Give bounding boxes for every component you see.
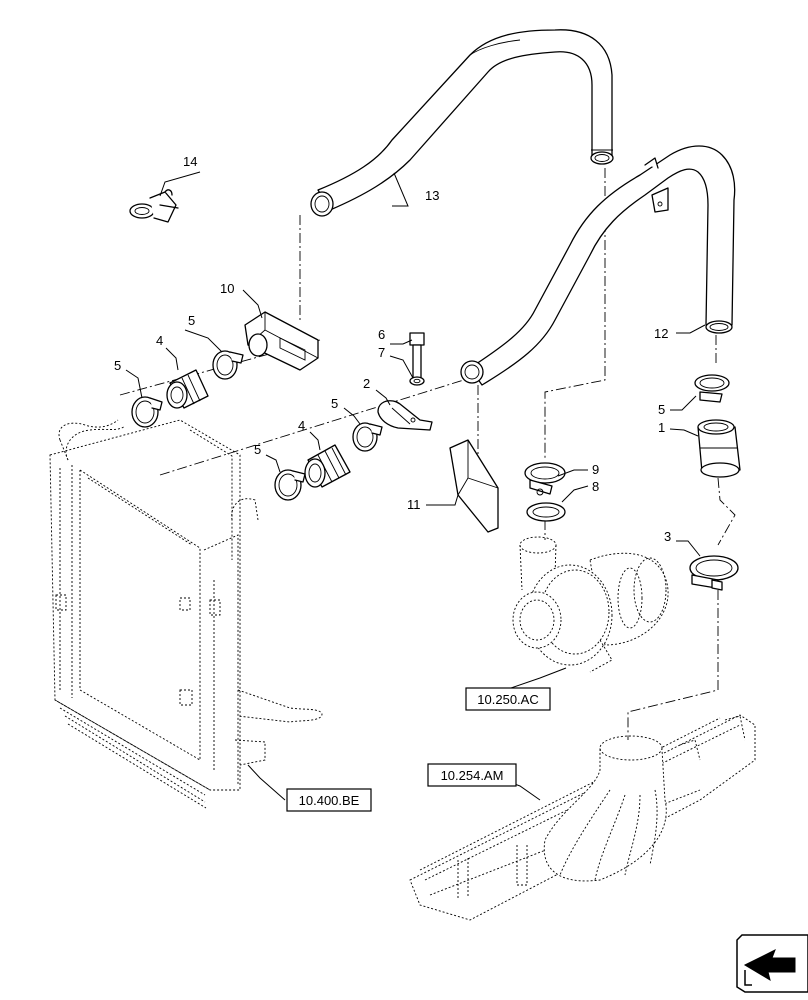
callout-5-d: 5 (254, 442, 261, 457)
clamp-5-e (694, 374, 730, 403)
callout-10: 10 (220, 281, 234, 296)
callout-labels: 14 10 5 4 5 13 6 7 2 5 4 5 11 12 5 1 3 9… (114, 154, 671, 544)
callout-5-c: 5 (331, 396, 338, 411)
reference-manifold[interactable]: 10.254.AM (427, 763, 517, 787)
clamp-5-b (212, 350, 244, 380)
callout-2: 2 (363, 376, 370, 391)
callout-14: 14 (183, 154, 197, 169)
reference-radiator[interactable]: 10.400.BE (286, 788, 372, 812)
leader-lines (125, 171, 706, 801)
next-page-arrow-icon[interactable] (736, 934, 808, 993)
callout-13: 13 (425, 188, 439, 203)
callout-5-a: 5 (114, 358, 121, 373)
turbocharger-ghost (512, 536, 669, 673)
hose-4-lower (304, 444, 351, 488)
callout-11: 11 (407, 497, 421, 512)
charge-air-tube-12 (460, 145, 736, 386)
sleeve-1 (697, 419, 741, 478)
bolt-6 (409, 332, 425, 379)
reference-turbo-label: 10.250.AC (477, 692, 538, 707)
bracket-10 (244, 311, 319, 371)
reference-turbo[interactable]: 10.250.AC (465, 687, 551, 711)
callout-8: 8 (592, 479, 599, 494)
clamp-5-a (131, 396, 163, 428)
callout-4-upper: 4 (156, 333, 163, 348)
clamp-9 (524, 462, 566, 496)
clip-14 (129, 189, 179, 223)
clamp-5-d (274, 469, 306, 501)
washer-7 (409, 376, 425, 386)
clamp-5-c (352, 422, 383, 452)
callout-7: 7 (378, 345, 385, 360)
callout-1: 1 (658, 420, 665, 435)
callout-9: 9 (592, 462, 599, 477)
radiator-ghost (49, 419, 323, 809)
callout-5-b: 5 (188, 313, 195, 328)
manifold-ghost (409, 714, 756, 921)
reference-manifold-label: 10.254.AM (441, 768, 504, 783)
reference-radiator-label: 10.400.BE (299, 793, 360, 808)
insulation-pad-11 (449, 439, 499, 533)
callout-6: 6 (378, 327, 385, 342)
charge-air-tube-13 (310, 29, 614, 217)
callout-12: 12 (654, 326, 668, 341)
clamp-3 (689, 555, 739, 591)
callout-5-e: 5 (658, 402, 665, 417)
callout-3: 3 (664, 529, 671, 544)
callout-4-lower: 4 (298, 418, 305, 433)
hose-4-upper (166, 369, 209, 409)
strap-2 (377, 400, 433, 431)
seal-8 (526, 502, 566, 522)
